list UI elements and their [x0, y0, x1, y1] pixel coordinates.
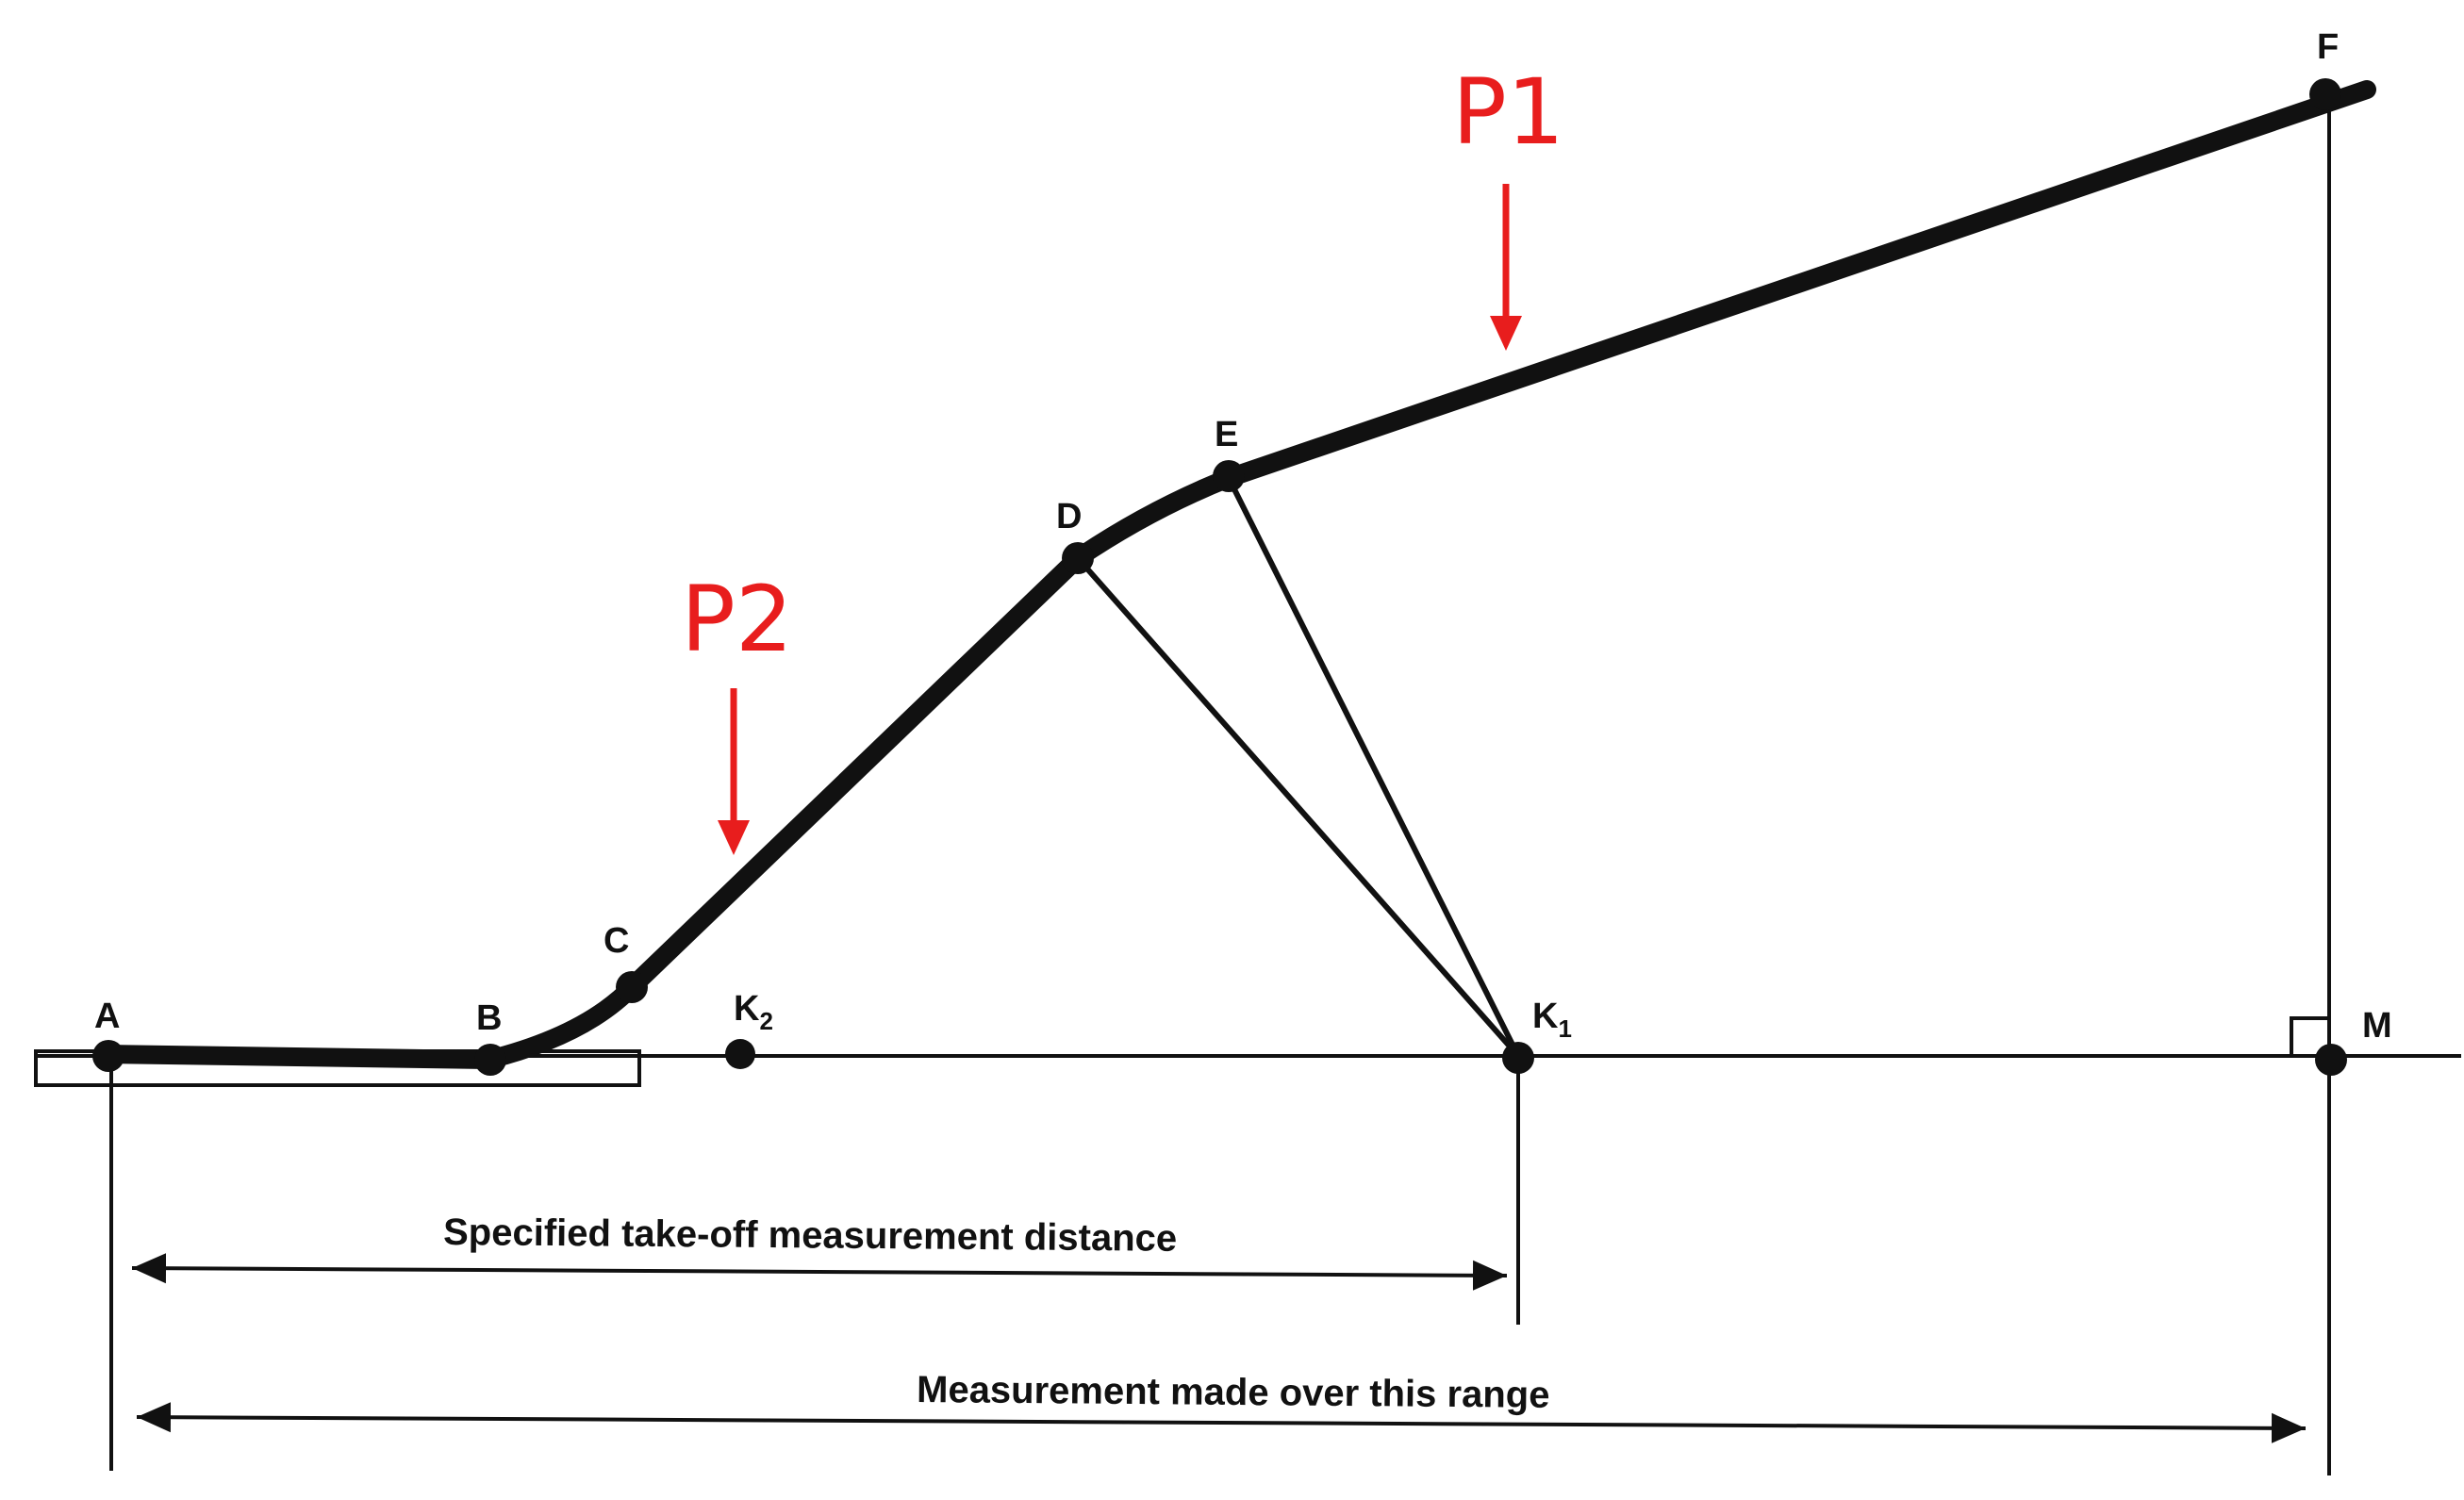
- label-k1-sub: 1: [1558, 1014, 1571, 1043]
- point-b-dot: [474, 1044, 506, 1076]
- label-k2-main: K: [734, 989, 760, 1029]
- point-k2-dot: [725, 1039, 755, 1069]
- flight-path: [96, 80, 2376, 1069]
- callout-p1-arrow-head: [1490, 316, 1522, 351]
- point-k1-dot: [1502, 1042, 1534, 1074]
- label-d: D: [1056, 497, 1082, 536]
- label-k2: K2: [734, 989, 773, 1035]
- label-e: E: [1215, 415, 1238, 454]
- callout-p1-label: P1: [1452, 59, 1564, 165]
- point-c-dot: [616, 971, 648, 1003]
- callout-p2-label: P2: [681, 567, 793, 672]
- takeoff-dimension-label: Specified take-off measurement distance: [443, 1212, 1177, 1260]
- range-dimension-label: Measurement made over this range: [917, 1369, 1550, 1416]
- range-dimension-arrow: [136, 1402, 2307, 1443]
- label-k1-main: K: [1532, 997, 1559, 1036]
- right-angle-marker: [2290, 1016, 2329, 1056]
- point-f-dot: [2309, 78, 2341, 110]
- line-d-k1: [1075, 556, 1521, 1058]
- label-k2-sub: 2: [759, 1007, 772, 1035]
- label-k1: K1: [1532, 997, 1572, 1043]
- label-b: B: [476, 998, 502, 1038]
- line-e-k1: [1226, 476, 1521, 1058]
- callout-p2-arrow-head: [718, 820, 750, 855]
- point-e-dot: [1213, 460, 1245, 492]
- label-m: M: [2362, 1006, 2392, 1046]
- point-d-dot: [1062, 542, 1094, 574]
- label-f: F: [2317, 27, 2339, 67]
- label-a: A: [94, 997, 120, 1036]
- point-m-dot: [2315, 1044, 2347, 1076]
- label-c: C: [604, 921, 629, 961]
- takeoff-dimension-arrow: [131, 1253, 1508, 1291]
- point-a-dot: [92, 1040, 124, 1072]
